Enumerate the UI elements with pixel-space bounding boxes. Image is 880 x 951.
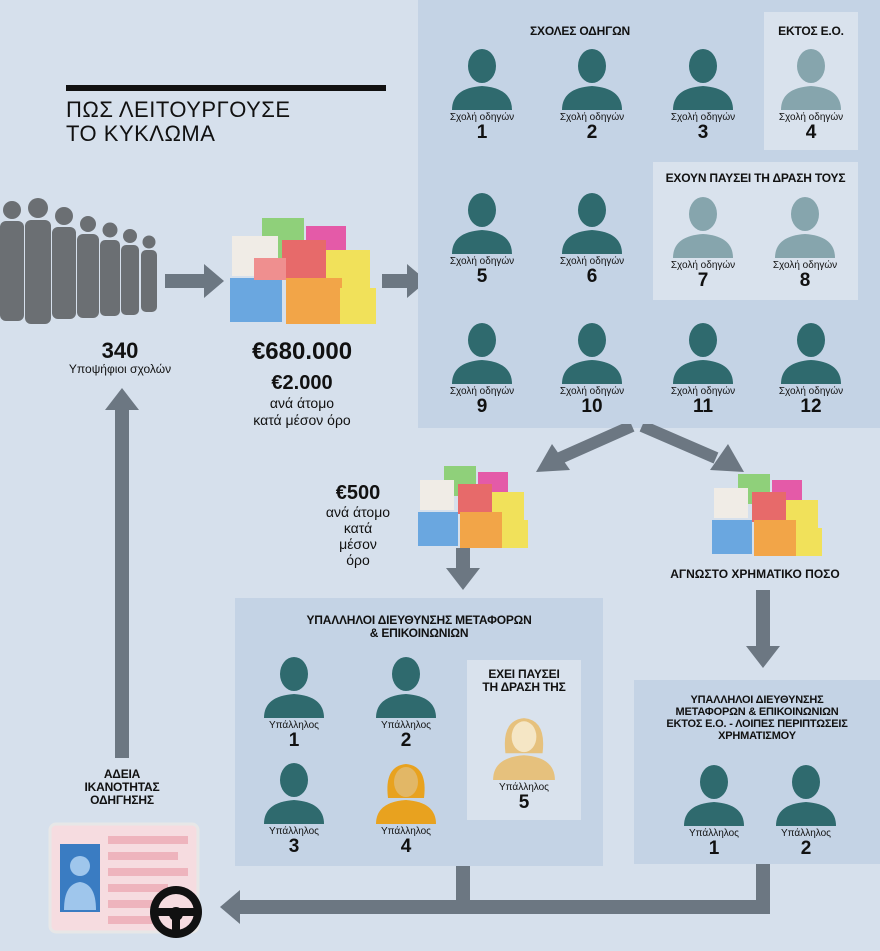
school-9: Σχολή οδηγών 9 — [432, 318, 532, 417]
person-icon — [452, 193, 512, 254]
person-icon — [562, 323, 622, 384]
person-icon — [776, 765, 836, 826]
arrow-money-to-schools — [382, 274, 410, 288]
person-icon — [376, 657, 436, 718]
person-faded-icon — [673, 197, 733, 258]
person-icon — [673, 323, 733, 384]
school-1: Σχολή οδηγών 1 — [432, 44, 532, 143]
employee-5: Υπάλληλος 5 — [474, 712, 574, 813]
school-5: Σχολή οδηγών 5 — [432, 188, 532, 287]
school-4: Σχολή οδηγών 4 — [761, 44, 861, 143]
employee-2: Υπάλληλος 2 — [356, 652, 456, 751]
arrowhead-left-icon — [220, 890, 240, 924]
person-icon — [264, 763, 324, 824]
driving-license-icon — [48, 822, 202, 938]
bribe-left-text: €500 ανά άτομο κατά μέσον όρο — [325, 482, 391, 568]
arrowhead-down-icon — [446, 568, 480, 590]
candidates-label: Υποψήφιοι σχολών — [68, 362, 172, 376]
other-employee-1: Υπάλληλος 1 — [664, 760, 764, 859]
ministry-other-title: ΥΠΑΛΛΗΛΟΙ ΔΙΕΥΘΥΝΣΗΣ ΜΕΤΑΦΟΡΩΝ & ΕΠΙΚΟΙΝ… — [666, 694, 848, 742]
arrow-bottom-line — [232, 900, 770, 914]
outside-title: ΕΚΤΟΣ Ε.Ο. — [778, 24, 844, 38]
employee-4: Υπάλληλος 4 — [356, 758, 456, 857]
per-person-amount: €2.000 — [271, 372, 333, 394]
woman-icon — [376, 764, 436, 824]
heading-rule — [66, 85, 386, 91]
person-icon — [781, 323, 841, 384]
person-icon — [452, 323, 512, 384]
arrow-license-to-candidates — [115, 408, 129, 758]
school-6: Σχολή οδηγών 6 — [542, 188, 642, 287]
schools-title: ΣΧΟΛΕΣ ΟΔΗΓΩΝ — [530, 24, 630, 38]
person-faded-icon — [781, 49, 841, 110]
arrowhead-icon — [407, 264, 427, 298]
person-icon — [684, 765, 744, 826]
arrowhead-down-icon — [746, 646, 780, 668]
arrow-to-ministry-other — [756, 590, 770, 648]
school-3: Σχολή οδηγών 3 — [653, 44, 753, 143]
candidates-count: 340 — [101, 338, 139, 363]
arrow-down-left-panel — [456, 866, 470, 904]
arrowhead-up-icon — [105, 388, 139, 410]
license-title: ΑΔΕΙΑ ΙΚΑΝΟΤΗΤΑΣ ΟΔΗΓΗΣΗΣ — [84, 767, 160, 807]
crowd-icon — [0, 198, 157, 324]
per-person-line2: κατά μέσον όρο — [253, 412, 351, 428]
money-pile-icon — [230, 218, 376, 324]
person-icon — [562, 193, 622, 254]
employee-3: Υπάλληλος 3 — [244, 758, 344, 857]
ministry-stopped-title: ΕΧΕΙ ΠΑΥΣΕΙ ΤΗ ΔΡΑΣΗ ΤΗΣ — [482, 667, 566, 694]
arrowhead-icon — [204, 264, 224, 298]
school-8: Σχολή οδηγών 8 — [755, 192, 855, 291]
school-11: Σχολή οδηγών 11 — [653, 318, 753, 417]
person-icon — [452, 49, 512, 110]
school-7: Σχολή οδηγών 7 — [653, 192, 753, 291]
school-10: Σχολή οδηγών 10 — [542, 318, 642, 417]
ministry-title: ΥΠΑΛΛΗΛΟΙ ΔΙΕΥΘΥΝΣΗΣ ΜΕΤΑΦΟΡΩΝ & ΕΠΙΚΟΙΝ… — [306, 613, 532, 640]
school-12: Σχολή οδηγών 12 — [761, 318, 861, 417]
person-icon — [562, 49, 622, 110]
arrow-down-right-panel — [756, 864, 770, 904]
other-employee-2: Υπάλληλος 2 — [756, 760, 856, 859]
bribe-right-label: ΑΓΝΩΣΤΟ ΧΡΗΜΑΤΙΚΟ ΠΟΣΟ — [670, 567, 840, 581]
person-icon — [673, 49, 733, 110]
money-pile-small-icon — [712, 474, 822, 556]
page-title: ΠΩΣ ΛΕΙΤΟΥΡΓΟΥΣΕ ΤΟ ΚΥΚΛΩΜΑ — [66, 97, 291, 146]
total-amount: €680.000 — [251, 338, 353, 365]
money-pile-small-icon — [418, 466, 528, 548]
per-person-line1: ανά άτομο — [269, 395, 335, 411]
person-icon — [264, 657, 324, 718]
arrow-crowd-to-money — [165, 274, 207, 288]
stopped-title: ΕΧΟΥΝ ΠΑΥΣΕΙ ΤΗ ΔΡΑΣΗ ΤΟΥΣ — [665, 171, 846, 185]
split-arrows — [536, 424, 744, 472]
employee-1: Υπάλληλος 1 — [244, 652, 344, 751]
person-faded-icon — [775, 197, 835, 258]
arrow-to-ministry — [456, 548, 470, 570]
stopped-panel — [653, 162, 858, 300]
ministry-other-panel — [634, 680, 880, 864]
school-2: Σχολή οδηγών 2 — [542, 44, 642, 143]
woman-faded-icon — [493, 718, 555, 780]
